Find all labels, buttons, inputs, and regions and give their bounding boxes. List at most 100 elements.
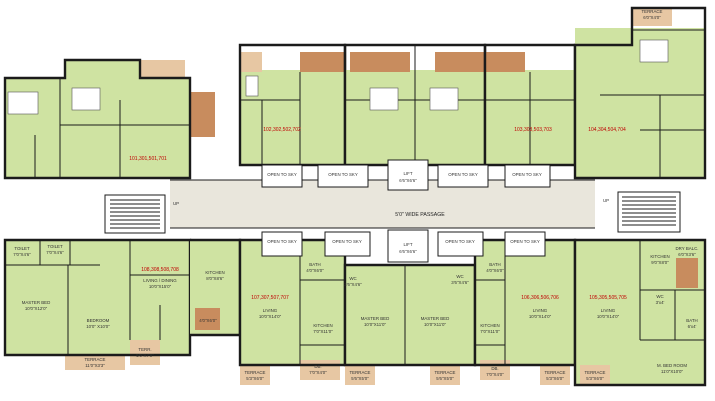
terrace-106-label: TERRACE xyxy=(545,370,566,375)
unit-tag-108: 108,308,508,708 xyxy=(141,267,179,273)
db-107-dim: 7'0"X4'0" xyxy=(309,370,327,375)
wc-right-dim: 3'6"X4'6" xyxy=(451,280,469,285)
dry-balc-dim: 6'0"X3'6" xyxy=(678,252,696,257)
unit-top-center xyxy=(343,43,487,167)
terrace-106-dim: 5'3"X6'0" xyxy=(546,376,564,381)
unit-102: 102,302,502,702 xyxy=(238,43,347,167)
bottom-lift-label: LIFT xyxy=(403,242,412,247)
mbed-room-dim: 11'0"X10'0" xyxy=(661,369,683,374)
living-107-dim: 10'0"X14'0" xyxy=(259,314,282,319)
living-107-label: LIVING xyxy=(263,308,278,313)
stair-up-label-right: UP xyxy=(603,198,609,203)
unit-tag-104: 104,304,504,704 xyxy=(588,127,626,133)
toilet-2-dim: 7'0"X4'6" xyxy=(46,250,64,255)
unit-104: TERRACE 6'0"X4'0" 104,304,504,704 xyxy=(573,6,707,180)
terrace-c2-dim: 5'6"X5'0" xyxy=(436,376,454,381)
living-dining-label: LIVING / DINING xyxy=(143,278,177,283)
stair-up-label: UP xyxy=(173,201,179,206)
bottom-open-sky-1: OPEN TO SKY xyxy=(267,239,297,244)
terrace-top-right-dim: 6'0"X4'0" xyxy=(643,15,661,20)
kitchen-a-label: KITCHEN xyxy=(205,270,224,275)
unit-105: 105,305,505,705 LIVING 10'0"X14'0" KITCH… xyxy=(573,238,707,387)
kitchen-107-label: KITCHEN xyxy=(313,323,332,328)
bottom-open-sky-3: OPEN TO SKY xyxy=(445,239,475,244)
top-open-sky-4: OPEN TO SKY xyxy=(512,172,542,177)
top-lift-label: LIFT xyxy=(403,171,412,176)
unit-101: 101,301,501,701 xyxy=(3,58,215,180)
terrace-top-right-label: TERRACE xyxy=(642,9,663,14)
db-106-dim: 7'0"X4'0" xyxy=(486,372,504,377)
terrace-left-label: TERRACE xyxy=(85,357,106,362)
living-106-label: LIVING xyxy=(533,308,548,313)
kitchen-106-dim: 7'0"X11'0" xyxy=(480,329,500,334)
bath-107-label: BATH xyxy=(309,262,320,267)
bottom-lift-dim: 6'6"X6'6" xyxy=(399,249,417,254)
unit-103: 103,303,503,703 xyxy=(483,43,577,167)
wc-left-label: WC xyxy=(349,276,356,281)
living-106-dim: 10'0"X14'0" xyxy=(529,314,552,319)
wc-right-label: WC xyxy=(456,274,463,279)
top-open-sky-row: OPEN TO SKY OPEN TO SKY OPEN TO SKY OPEN… xyxy=(261,159,551,191)
bath-106-label: BATH xyxy=(489,262,500,267)
unit-tag-105: 105,305,505,705 xyxy=(589,295,627,301)
master-bed-c2-label: MASTER BED xyxy=(421,316,450,321)
master-bed-c1-dim: 10'0"X11'0" xyxy=(364,322,386,327)
dry-balc-label: DRY BALC. xyxy=(675,246,698,251)
kitchen-b-dim: 9'0"X8'0" xyxy=(651,260,669,265)
wc-left-dim: 3'6"X4'6" xyxy=(344,282,362,287)
left-staircase: UP xyxy=(104,194,179,234)
terr-label: TERR. xyxy=(138,347,151,352)
master-bed-c1-label: MASTER BED xyxy=(361,316,390,321)
toilet-1-label: TOILET xyxy=(14,246,30,251)
terrace-left-dim: 11'0"X3'3" xyxy=(85,363,105,368)
bath-106-dim: 4'0"X6'0" xyxy=(486,268,504,273)
unit-bottom-center: WC 3'6"X4'6" WC 3'6"X4'6" MASTER BED 10'… xyxy=(343,263,477,385)
unit-tag-102: 102,302,502,702 xyxy=(263,127,301,133)
unit-tag-107: 107,307,507,707 xyxy=(251,295,289,301)
master-bed-c2-dim: 10'0"X11'0" xyxy=(424,322,446,327)
living-105-label: LIVING xyxy=(601,308,616,313)
toilet-2-label: TOILET xyxy=(47,244,63,249)
master-bed-left-dim: 10'0"X12'0" xyxy=(25,306,48,311)
terrace-107-dim: 5'3"X6'0" xyxy=(246,376,264,381)
terrace-105-dim: 5'3"X6'0" xyxy=(586,376,604,381)
bath-107-dim: 4'0"X6'0" xyxy=(306,268,324,273)
terrace-c1-dim: 5'6"X5'0" xyxy=(351,376,369,381)
living-dining-dim: 10'0"X15'0" xyxy=(149,284,172,289)
bedroom-label: BEDROOM xyxy=(87,318,110,323)
passage-label: 5'0" WIDE PASSAGE xyxy=(395,212,445,218)
bath-105-dim: 6'x4' xyxy=(688,324,697,329)
top-open-sky-1: OPEN TO SKY xyxy=(267,172,297,177)
wc-105-label: WC xyxy=(656,294,663,299)
bedroom-dim: 10'0" X10'0" xyxy=(86,324,110,329)
unit-107: 107,307,507,707 LIVING 10'0"X14'0" BATH … xyxy=(238,238,347,385)
terrace-c2-label: TERRACE xyxy=(435,370,456,375)
master-bed-left-label: MASTER BED xyxy=(22,300,51,305)
unit-tag-106: 106,306,506,706 xyxy=(521,295,559,301)
kitchen-107-dim: 7'0"X11'0" xyxy=(313,329,333,334)
top-lift-dim: 6'6"X6'6" xyxy=(399,178,417,183)
kitchen-106-label: KITCHEN xyxy=(480,323,499,328)
bottom-open-sky-4: OPEN TO SKY xyxy=(510,239,540,244)
kitchen-b-label: KITCHEN xyxy=(650,254,669,259)
kitchen-a-dim: 8'0"X8'6" xyxy=(206,276,224,281)
living-105-dim: 10'0"X14'0" xyxy=(597,314,620,319)
unit-106: BATH 4'0"X6'0" KITCHEN 7'0"X11'0" 106,30… xyxy=(473,238,577,385)
terrace-107-label: TERRACE xyxy=(245,370,266,375)
central-passage xyxy=(170,180,595,228)
unit-tag-101: 101,301,501,701 xyxy=(129,156,167,162)
unit-tag-103: 103,303,503,703 xyxy=(514,127,552,133)
unit-108: TOILET 7'0"X4'6" TOILET 7'0"X4'6" 108,30… xyxy=(3,238,192,370)
bath-105-label: BATH xyxy=(686,318,697,323)
bottom-open-sky-2: OPEN TO SKY xyxy=(332,239,362,244)
bottom-open-sky-row: OPEN TO SKY OPEN TO SKY OPEN TO SKY OPEN… xyxy=(261,229,546,263)
terr-dim: 5'0"X7'0" xyxy=(136,353,154,358)
right-staircase: UP xyxy=(603,191,681,233)
db-107-label: DB. xyxy=(314,364,321,369)
util-dim: 4'0"X6'0" xyxy=(199,318,217,323)
toilet-1-dim: 7'0"X4'6" xyxy=(13,252,31,257)
terrace-c1-label: TERRACE xyxy=(350,370,371,375)
wc-105-dim: 3'x4' xyxy=(656,300,665,305)
mbed-room-label: M. BED ROOM xyxy=(657,363,687,368)
